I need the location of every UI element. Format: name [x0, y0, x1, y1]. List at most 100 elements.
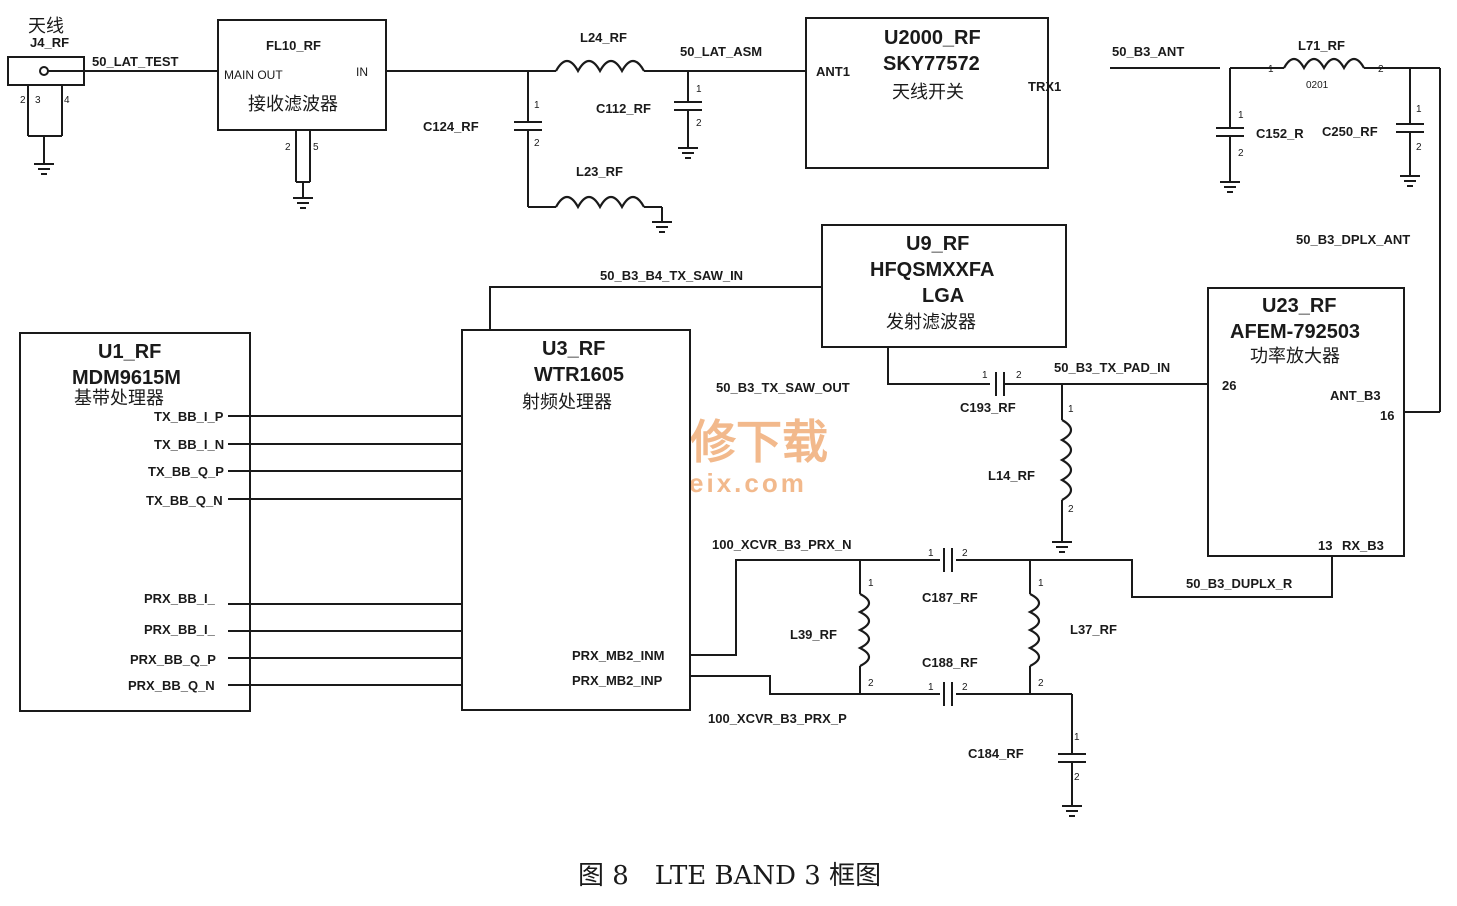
c187-pin-2: 2	[962, 548, 968, 559]
net-prx-p: 100_XCVR_B3_PRX_P	[708, 711, 847, 726]
u2000-ref: U2000_RF	[884, 27, 981, 49]
net-tx-pad-in: 50_B3_TX_PAD_IN	[1054, 360, 1170, 375]
c250-pin-1: 1	[1416, 104, 1422, 115]
fl10-cn-label: 接收滤波器	[248, 94, 338, 115]
fl10-pin-5: 5	[313, 142, 319, 153]
l37-pin-1: 1	[1038, 578, 1044, 589]
u23-pin-26: 26	[1222, 378, 1236, 393]
u3-pin-inp: PRX_MB2_INP	[572, 673, 663, 688]
l14-pin-1: 1	[1068, 404, 1074, 415]
l37-pin-2: 2	[1038, 678, 1044, 689]
u23-pin-13: 13	[1318, 538, 1332, 553]
l71-label: L71_RF	[1298, 38, 1345, 53]
c187-pin-1: 1	[928, 548, 934, 559]
c188-label: C188_RF	[922, 655, 978, 670]
u23-cn-label: 功率放大器	[1250, 346, 1340, 367]
l23-label: L23_RF	[576, 164, 623, 179]
c188-pin-2: 2	[962, 682, 968, 693]
c152-label: C152_R	[1256, 126, 1304, 141]
net-lat-test: 50_LAT_TEST	[92, 54, 179, 69]
net-lat-asm: 50_LAT_ASM	[680, 44, 762, 59]
c152-capacitor	[1216, 68, 1244, 193]
net-b3-ant: 50_B3_ANT	[1112, 44, 1184, 59]
net-prx-n: 100_XCVR_B3_PRX_N	[712, 537, 851, 552]
l39-pin-2: 2	[868, 678, 874, 689]
c124-label: C124_RF	[423, 119, 479, 134]
j4-pin-3: 3	[35, 95, 41, 106]
c193-pin-2: 2	[1016, 370, 1022, 381]
wire-tx-saw-out	[887, 347, 990, 385]
u23-pin-ant-b3: ANT_B3	[1330, 388, 1381, 403]
l71-pin-1: 1	[1268, 64, 1274, 75]
wire-prx-n	[690, 559, 940, 656]
wire-tx-saw-in	[489, 286, 822, 330]
j4-pin-2: 2	[20, 95, 26, 106]
c184-capacitor	[1058, 694, 1086, 817]
c193-label: C193_RF	[960, 400, 1016, 415]
bb-signal-prx-i-2: PRX_BB_I_	[144, 622, 216, 637]
fl10-ref: FL10_RF	[266, 38, 321, 53]
j4-ref-label: J4_RF	[30, 35, 69, 50]
bb-signal-tx-i-p: TX_BB_I_P	[154, 409, 224, 424]
bb-signal-tx-q-n: TX_BB_Q_N	[146, 493, 223, 508]
baseband-bus: TX_BB_I_P TX_BB_I_N TX_BB_Q_P TX_BB_Q_N …	[128, 409, 462, 693]
bb-signal-tx-q-p: TX_BB_Q_P	[148, 464, 224, 479]
l24-label: L24_RF	[580, 30, 627, 45]
u1-ref: U1_RF	[98, 341, 161, 363]
l37-inductor	[1027, 593, 1041, 667]
c184-pin-1: 1	[1074, 732, 1080, 743]
j4-cn-label: 天线	[28, 16, 64, 37]
c193-pin-1: 1	[982, 370, 988, 381]
c152-pin-2: 2	[1238, 148, 1244, 159]
fl10-pin-main-out: MAIN OUT	[224, 68, 283, 82]
c187-capacitor	[943, 548, 953, 572]
c112-capacitor	[674, 71, 702, 159]
c112-pin-1: 1	[696, 84, 702, 95]
u2000-block	[805, 17, 1049, 169]
u1-cn-label: 基带处理器	[74, 388, 164, 409]
u23-pin-rx-b3: RX_B3	[1342, 538, 1384, 553]
j4-connector-symbol	[7, 56, 85, 175]
fl10-block	[217, 19, 387, 131]
bb-signal-tx-i-n: TX_BB_I_N	[154, 437, 224, 452]
c184-pin-2: 2	[1074, 772, 1080, 783]
l14-inductor	[1059, 419, 1073, 501]
l23-inductor	[555, 195, 645, 210]
figure-caption: 图 8 LTE BAND 3 框图	[578, 861, 881, 891]
l23-ground	[652, 207, 672, 233]
c187-label: C187_RF	[922, 590, 978, 605]
u1-block	[19, 332, 251, 712]
c188-pin-1: 1	[928, 682, 934, 693]
u3-cn-label: 射频处理器	[522, 392, 612, 413]
u9-package: LGA	[922, 285, 964, 307]
l14-ground	[1052, 500, 1072, 553]
net-tx-saw-out: 50_B3_TX_SAW_OUT	[716, 380, 850, 395]
u23-pin-16: 16	[1380, 408, 1394, 423]
u9-block	[821, 224, 1067, 348]
c250-label: C250_RF	[1322, 124, 1378, 139]
bb-signal-prx-i-1: PRX_BB_I_	[144, 591, 216, 606]
l39-label: L39_RF	[790, 627, 837, 642]
fl10-pin-2: 2	[285, 142, 291, 153]
u3-pin-inm: PRX_MB2_INM	[572, 648, 664, 663]
c250-pin-2: 2	[1416, 142, 1422, 153]
l24-inductor	[555, 59, 645, 74]
c112-label: C112_RF	[596, 101, 651, 116]
c193-capacitor	[995, 372, 1005, 396]
u3-block	[461, 329, 691, 711]
fl10-ground	[293, 130, 313, 209]
c112-pin-2: 2	[696, 118, 702, 129]
l14-pin-2: 2	[1068, 504, 1074, 515]
u3-ref: U3_RF	[542, 338, 605, 360]
net-b3-dplx-ant: 50_B3_DPLX_ANT	[1296, 232, 1410, 247]
u1-part: MDM9615M	[72, 367, 181, 389]
u2000-pin-trx1: TRX1	[1028, 79, 1061, 94]
l14-label: L14_RF	[988, 468, 1035, 483]
u23-block	[1207, 287, 1405, 557]
c124-pin-1: 1	[534, 100, 540, 111]
c184-label: C184_RF	[968, 746, 1024, 761]
u9-ref: U9_RF	[906, 233, 969, 255]
u9-cn-label: 发射滤波器	[886, 312, 976, 333]
u2000-part: SKY77572	[883, 53, 980, 75]
